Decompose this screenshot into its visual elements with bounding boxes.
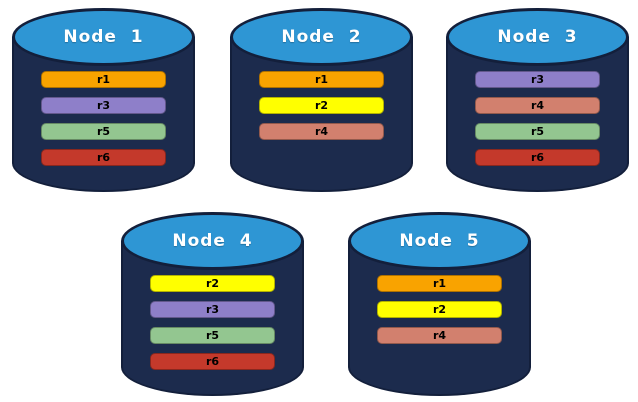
replica-bar-r1: r1 bbox=[41, 71, 166, 88]
replica-bar-r3: r3 bbox=[475, 71, 600, 88]
replica-bar-r2: r2 bbox=[259, 97, 384, 114]
node-title: Node 5 bbox=[399, 231, 480, 251]
replica-bar-r6: r6 bbox=[41, 149, 166, 166]
replica-bar-r5: r5 bbox=[41, 123, 166, 140]
replica-list: r3 r4 r5 r6 bbox=[475, 71, 600, 166]
replica-bar-r3: r3 bbox=[150, 301, 275, 318]
replica-bar-r1: r1 bbox=[259, 71, 384, 88]
node-cylinder-5: Node 5 r1 r2 r4 bbox=[348, 212, 531, 396]
replica-bar-r3: r3 bbox=[41, 97, 166, 114]
replica-bar-r5: r5 bbox=[150, 327, 275, 344]
node-cylinder-2: Node 2 r1 r2 r4 bbox=[230, 8, 413, 192]
node-cylinder-4: Node 4 r2 r3 r5 r6 bbox=[121, 212, 304, 396]
replica-bar-r1: r1 bbox=[377, 275, 502, 292]
node-cylinder-3: Node 3 r3 r4 r5 r6 bbox=[446, 8, 629, 192]
node-title: Node 4 bbox=[172, 231, 253, 251]
replica-bar-r4: r4 bbox=[259, 123, 384, 140]
cylinder-top-ellipse: Node 1 bbox=[12, 8, 195, 66]
replica-list: r1 r3 r5 r6 bbox=[41, 71, 166, 166]
replica-list: r1 r2 r4 bbox=[377, 275, 502, 344]
node-title: Node 1 bbox=[63, 27, 144, 47]
replica-list: r1 r2 r4 bbox=[259, 71, 384, 140]
cylinder-top-ellipse: Node 2 bbox=[230, 8, 413, 66]
replica-bar-r6: r6 bbox=[150, 353, 275, 370]
node-title: Node 2 bbox=[281, 27, 362, 47]
replica-bar-r2: r2 bbox=[150, 275, 275, 292]
replica-bar-r5: r5 bbox=[475, 123, 600, 140]
replica-list: r2 r3 r5 r6 bbox=[150, 275, 275, 370]
node-cylinder-1: Node 1 r1 r3 r5 r6 bbox=[12, 8, 195, 192]
cylinder-top-ellipse: Node 3 bbox=[446, 8, 629, 66]
replica-bar-r2: r2 bbox=[377, 301, 502, 318]
cylinder-top-ellipse: Node 4 bbox=[121, 212, 304, 270]
replica-bar-r4: r4 bbox=[475, 97, 600, 114]
cylinder-top-ellipse: Node 5 bbox=[348, 212, 531, 270]
node-title: Node 3 bbox=[497, 27, 578, 47]
replica-bar-r6: r6 bbox=[475, 149, 600, 166]
replica-bar-r4: r4 bbox=[377, 327, 502, 344]
